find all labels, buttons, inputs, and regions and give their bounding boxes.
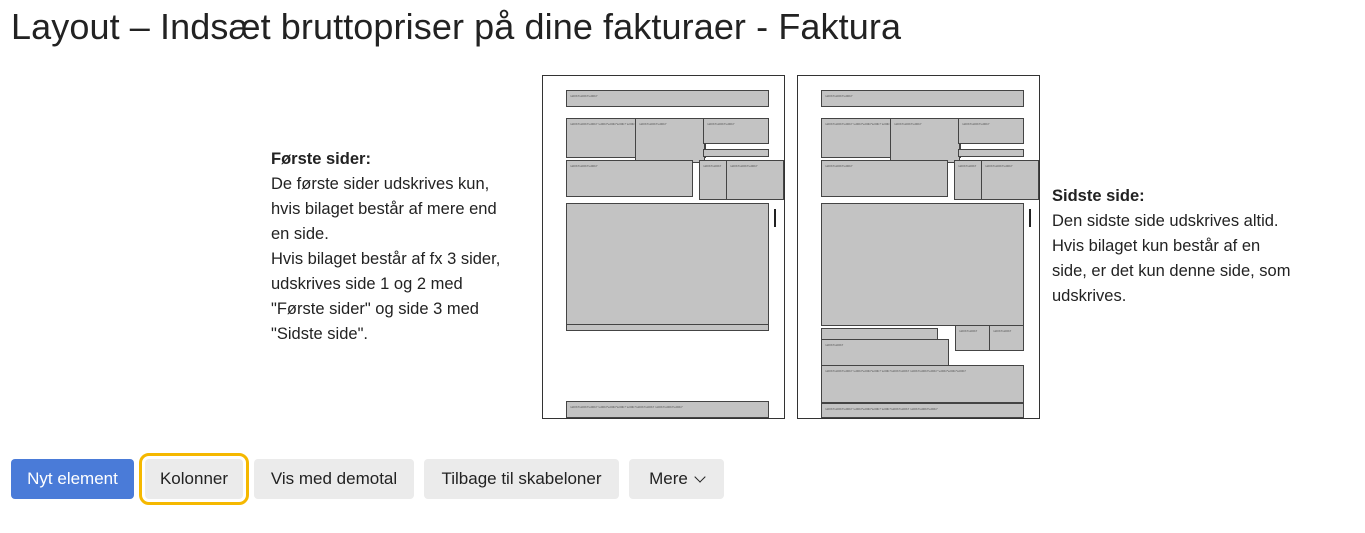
layout-block[interactable]: \u00b7\u00b7 [989, 325, 1024, 351]
layout-block[interactable]: \u00b7\u00b7\u00b7 [981, 160, 1039, 200]
more-button-label: Mere [649, 469, 688, 488]
layout-block[interactable]: \u00b7\u00b7 [699, 160, 727, 200]
layout-block[interactable]: \u00b7\u00b7 [954, 160, 982, 200]
first-pages-line: "Sidste side". [271, 325, 369, 343]
layout-block[interactable]: \u00b7\u00b7\u00b7 \u00b7\u00b7\u00b7 \u… [821, 365, 1024, 403]
last-page-line: udskrives. [1052, 287, 1127, 305]
layout-block[interactable] [703, 149, 769, 157]
layout-block[interactable]: \u00b7\u00b7\u00b7 [635, 118, 705, 163]
layout-block[interactable]: \u00b7\u00b7\u00b7 \u00b7\u00b7\u00b7 \u… [821, 403, 1024, 418]
layout-block[interactable] [566, 324, 769, 331]
show-demo-button[interactable]: Vis med demotal [254, 459, 414, 499]
last-page-line: Hvis bilaget kun består af en [1052, 237, 1261, 255]
first-pages-preview[interactable]: \u00b7\u00b7\u00b7 \u00b7\u00b7\u00b7 \u… [542, 75, 785, 419]
layout-block[interactable]: \u00b7\u00b7\u00b7 [566, 90, 769, 107]
first-pages-heading: Første sider: [271, 150, 371, 168]
back-to-templates-button[interactable]: Tilbage til skabeloner [424, 459, 619, 499]
first-pages-description: Første sider: De første sider udskrives … [271, 147, 500, 347]
first-pages-line: De første sider udskrives kun, [271, 175, 490, 193]
layout-marker [774, 209, 776, 227]
layout-block[interactable]: \u00b7\u00b7\u00b7 [726, 160, 784, 200]
first-pages-line: en side. [271, 225, 329, 243]
layout-block[interactable] [821, 203, 1024, 326]
columns-button[interactable]: Kolonner [139, 453, 249, 505]
more-button[interactable]: Mere [629, 459, 724, 499]
layout-block[interactable]: \u00b7\u00b7\u00b7 [821, 160, 948, 197]
first-pages-line: udskrives side 1 og 2 med [271, 275, 463, 293]
last-page-line: Den sidste side udskrives altid. [1052, 212, 1279, 230]
last-page-line: side, er det kun denne side, som [1052, 262, 1291, 280]
last-page-heading: Sidste side: [1052, 187, 1145, 205]
page-title: Layout – Indsæt bruttopriser på dine fak… [11, 6, 902, 47]
layout-block[interactable]: \u00b7\u00b7\u00b7 \u00b7\u00b7\u00b7 \u… [566, 401, 769, 418]
layout-block[interactable]: \u00b7\u00b7\u00b7 [821, 90, 1024, 107]
first-pages-line: hvis bilaget består af mere end [271, 200, 497, 218]
layout-marker [1029, 209, 1031, 227]
layout-block[interactable]: \u00b7\u00b7 [821, 339, 949, 366]
layout-block[interactable]: \u00b7\u00b7\u00b7 [890, 118, 960, 163]
layout-block[interactable]: \u00b7\u00b7\u00b7 [566, 160, 693, 197]
layout-block[interactable]: \u00b7\u00b7\u00b7 [958, 118, 1024, 144]
first-pages-line: Hvis bilaget består af fx 3 sider, [271, 250, 501, 268]
chevron-down-icon [694, 470, 706, 483]
last-page-description: Sidste side: Den sidste side udskrives a… [1052, 184, 1290, 309]
layout-block[interactable] [566, 203, 769, 326]
layout-block[interactable]: \u00b7\u00b7 [955, 325, 990, 351]
first-pages-line: "Første sider" og side 3 med [271, 300, 479, 318]
new-element-button[interactable]: Nyt element [11, 459, 134, 499]
last-page-preview[interactable]: \u00b7\u00b7\u00b7 \u00b7\u00b7\u00b7 \u… [797, 75, 1040, 419]
layout-block[interactable]: \u00b7\u00b7\u00b7 [703, 118, 769, 144]
layout-block[interactable] [958, 149, 1024, 157]
